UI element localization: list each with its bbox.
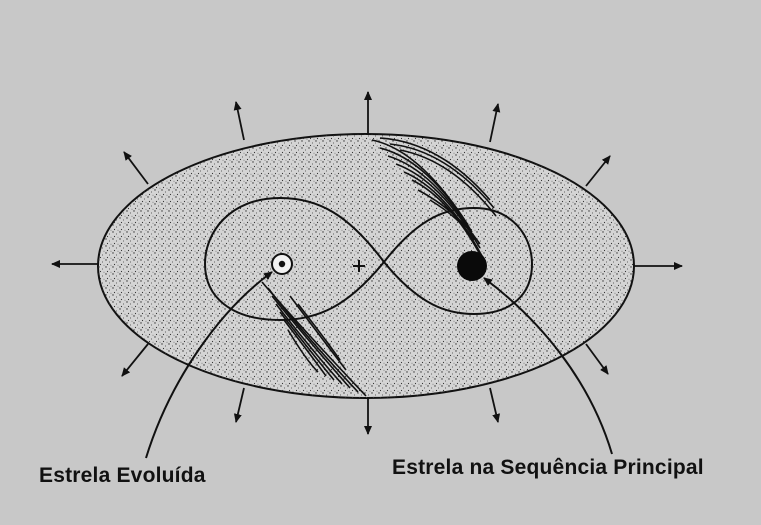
envelope-stipple [98, 134, 634, 398]
outflow-arrow-top-right [489, 103, 501, 143]
outflow-arrow-bottom-right [489, 387, 501, 423]
label-evolved-star: Estrela Evoluída [39, 464, 206, 487]
center-of-mass-marker [353, 260, 365, 272]
spiral-stream-lower [261, 281, 367, 397]
pointer-evolved-star [145, 271, 273, 459]
outflow-arrow-bottom-left [233, 387, 245, 423]
outflow-arrow-upper-right [585, 155, 611, 187]
outflow-arrow-upper-left [123, 151, 149, 185]
label-main-sequence-star: Estrela na Sequência Principal [392, 456, 704, 479]
outflow-arrow-lower-left [121, 343, 149, 377]
outflow-arrow-lower-right [585, 343, 609, 375]
outflow-arrows [51, 91, 683, 435]
main-sequence-star [457, 251, 487, 281]
spiral-stream-upper [371, 137, 497, 263]
evolved-star [271, 253, 293, 275]
outflow-arrow-top-left [233, 101, 245, 141]
roche-lobe-curve [203, 196, 534, 322]
pointer-main-sequence-star [483, 277, 613, 455]
